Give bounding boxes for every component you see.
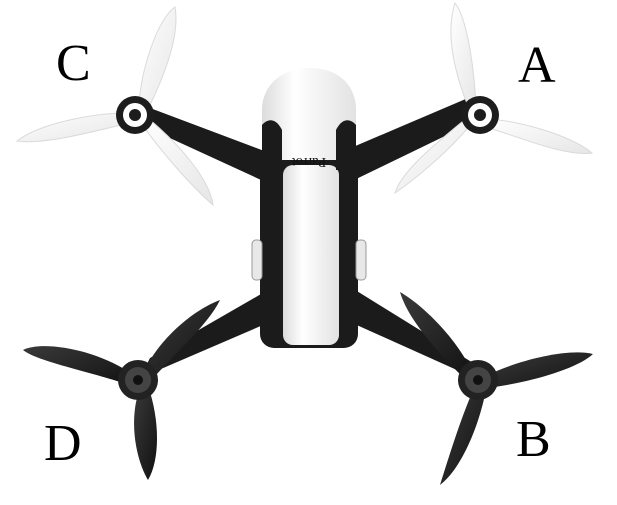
motor-label-d: D	[44, 415, 82, 472]
black-propeller-icon	[400, 292, 593, 485]
motor-label-a: A	[518, 37, 556, 94]
arm-front-right	[346, 98, 478, 182]
white-propeller-icon	[394, 1, 594, 195]
motor-label-b: B	[516, 411, 551, 468]
brand-logo: Parrot	[292, 154, 326, 169]
motor-label-c: C	[56, 35, 91, 92]
drone-body: Parrot	[251, 68, 367, 348]
white-propeller-icon	[15, 6, 214, 207]
arm-front-left	[148, 108, 275, 185]
black-propeller-icon	[23, 300, 220, 480]
